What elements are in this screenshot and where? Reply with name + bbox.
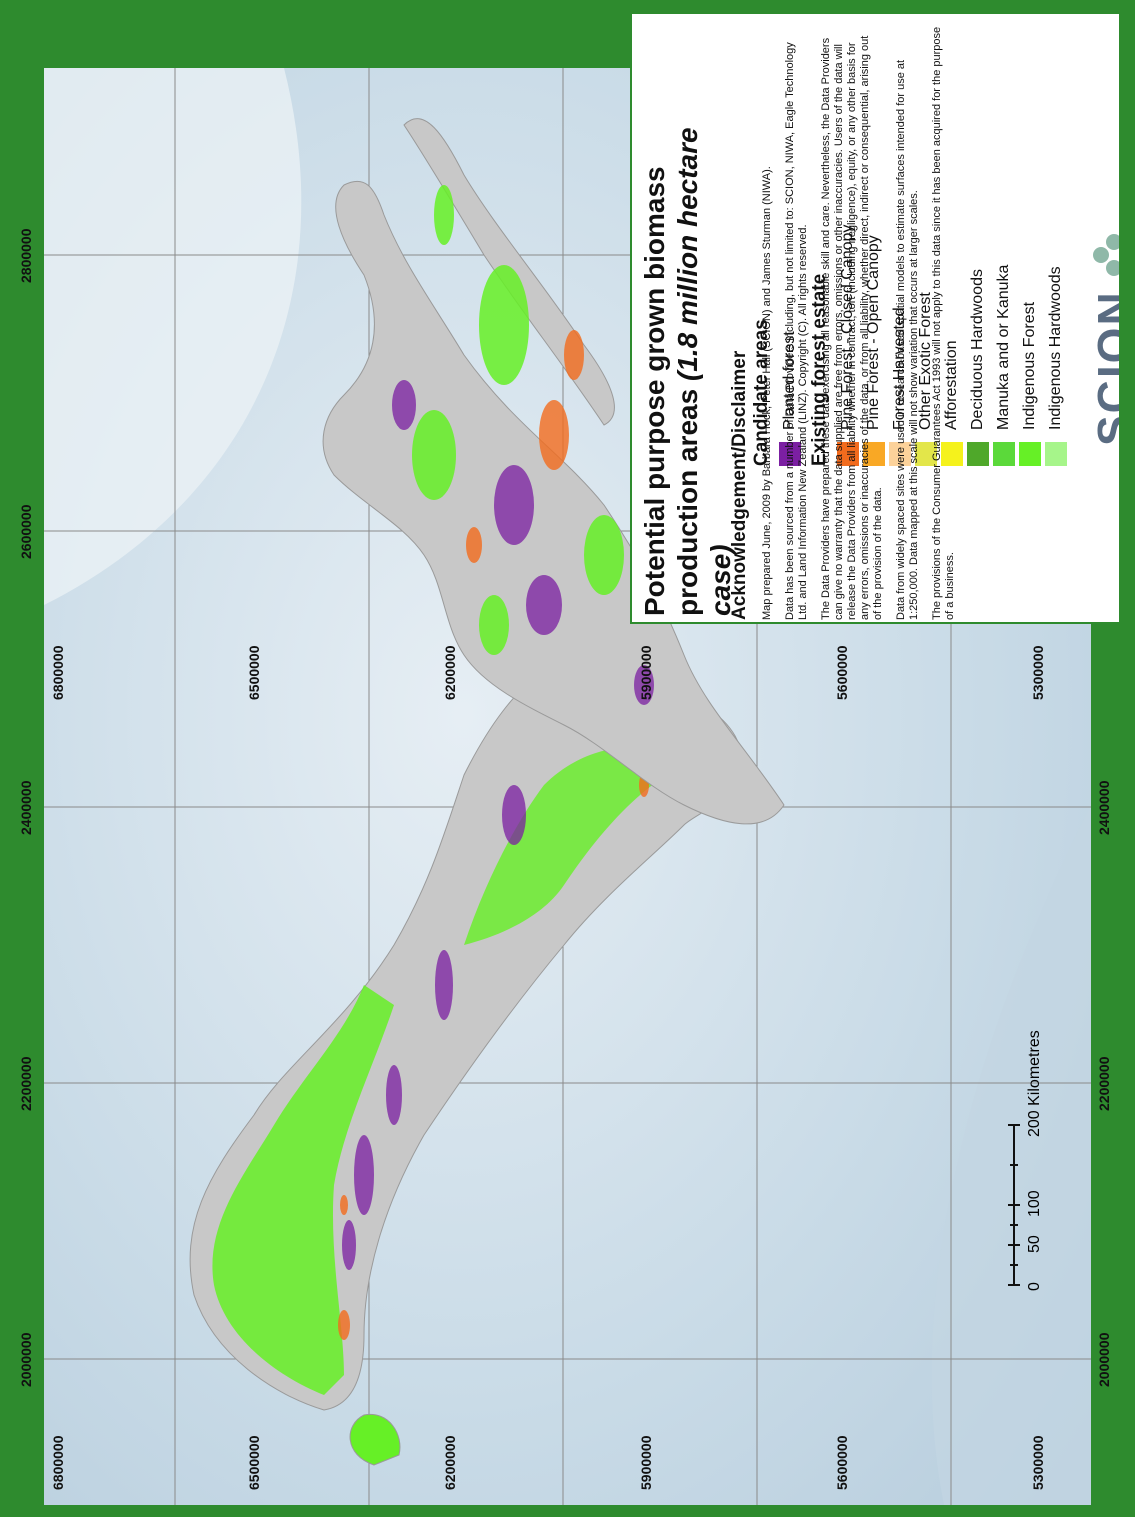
- north-island: [322, 180, 785, 825]
- map-title: Potential purpose grown biomass producti…: [638, 56, 737, 616]
- x-tick-bottom-0: 2000000: [1096, 1332, 1112, 1387]
- legend-swatch-other-exotic: [915, 442, 937, 466]
- scale-label-50: 50: [1026, 1235, 1043, 1253]
- legend-swatch-pine-open: [863, 442, 885, 466]
- scale-bar: 0 50 100 200 Kilometres: [1004, 1030, 1064, 1295]
- legend-item: Indigenous Forest: [1017, 24, 1043, 466]
- legend-label: Manuka and or Kanuka: [995, 264, 1012, 430]
- legend-item: Deciduous Hardwoods: [965, 24, 991, 466]
- legend-swatch-indigenous-forest: [1019, 442, 1041, 466]
- legend-item: Indigenous Hardwoods: [1043, 24, 1069, 466]
- legend-item: Forest Harvested: [887, 24, 913, 466]
- legend-label: Indigenous Forest: [1021, 301, 1038, 430]
- legend-label: Indigenous Hardwoods: [1047, 266, 1064, 430]
- legend-swatch-indigenous-hardwoods: [1045, 442, 1067, 466]
- legend-rotated: Potential purpose grown biomass producti…: [632, 14, 1121, 622]
- legend-frame: Potential purpose grown biomass producti…: [630, 12, 1121, 624]
- x-tick-top-2: 2400000: [18, 780, 34, 835]
- scion-leaf-icon: [1093, 234, 1119, 277]
- scion-logo: SCION: [1087, 24, 1121, 446]
- legend-swatch-deciduous: [967, 442, 989, 466]
- x-tick-top-3: 2600000: [18, 504, 34, 559]
- north-planted-forest: [392, 380, 654, 705]
- legend-swatch-manuka: [993, 442, 1015, 466]
- legend-content: Potential purpose grown biomass producti…: [638, 24, 1121, 616]
- legend-swatch-pine-closed: [837, 442, 859, 466]
- nelson-forest: [464, 747, 684, 945]
- legend-label: Afforestation: [943, 340, 960, 430]
- legend-label: Other Exotic Forest: [917, 292, 934, 430]
- legend-swatch-afforestation: [941, 442, 963, 466]
- legend-swatch-planted: [779, 442, 801, 466]
- legend-existing-heading: Existing forest estate: [809, 273, 830, 466]
- stewart-island: [349, 1413, 401, 1466]
- legend-label: Deciduous Hardwoods: [969, 269, 986, 430]
- south-west-forest: [212, 985, 394, 1395]
- legend-item: Planted forest: [777, 24, 803, 466]
- x-tick-top-4: 2800000: [18, 228, 34, 283]
- north-pine-forest: [466, 330, 584, 563]
- legend-label: Pine Forest - Open Canopy: [865, 235, 882, 430]
- legend-item: Pine Forest - Closed Canopy: [835, 24, 861, 466]
- scale-label-0: 0: [1026, 1282, 1043, 1291]
- legend-swatch-harvested: [889, 442, 911, 466]
- scion-wordmark: SCION: [1088, 290, 1121, 446]
- south-planted-forest: [342, 785, 526, 1270]
- scale-label-100: 100: [1026, 1190, 1043, 1217]
- south-pine-forest: [338, 773, 649, 1340]
- scale-bar-graphic: [1008, 1124, 1020, 1286]
- legend-item: Afforestation: [939, 24, 965, 466]
- north-forest: [412, 185, 624, 655]
- x-tick-top-0: 2000000: [18, 1332, 34, 1387]
- deep-shading: [931, 805, 1091, 1505]
- legend-item: Pine Forest - Open Canopy: [861, 24, 887, 466]
- legend-candidate-heading: Candidate areas: [751, 319, 772, 466]
- legend-item: Other Exotic Forest: [913, 24, 939, 466]
- legend-label: Planted forest: [781, 331, 798, 430]
- legend-label: Forest Harvested: [891, 307, 908, 430]
- legend-item: Manuka and or Kanuka: [991, 24, 1017, 466]
- legend-label: Pine Forest - Closed Canopy: [839, 224, 856, 430]
- x-tick-bottom-1: 2200000: [1096, 1056, 1112, 1111]
- legend: Candidate areas Planted forest Existing …: [751, 24, 1121, 466]
- scale-label-200: 200 Kilometres: [1026, 1030, 1043, 1137]
- shelf-shading: [44, 68, 302, 605]
- x-tick-bottom-2: 2400000: [1096, 780, 1112, 835]
- x-tick-top-1: 2200000: [18, 1056, 34, 1111]
